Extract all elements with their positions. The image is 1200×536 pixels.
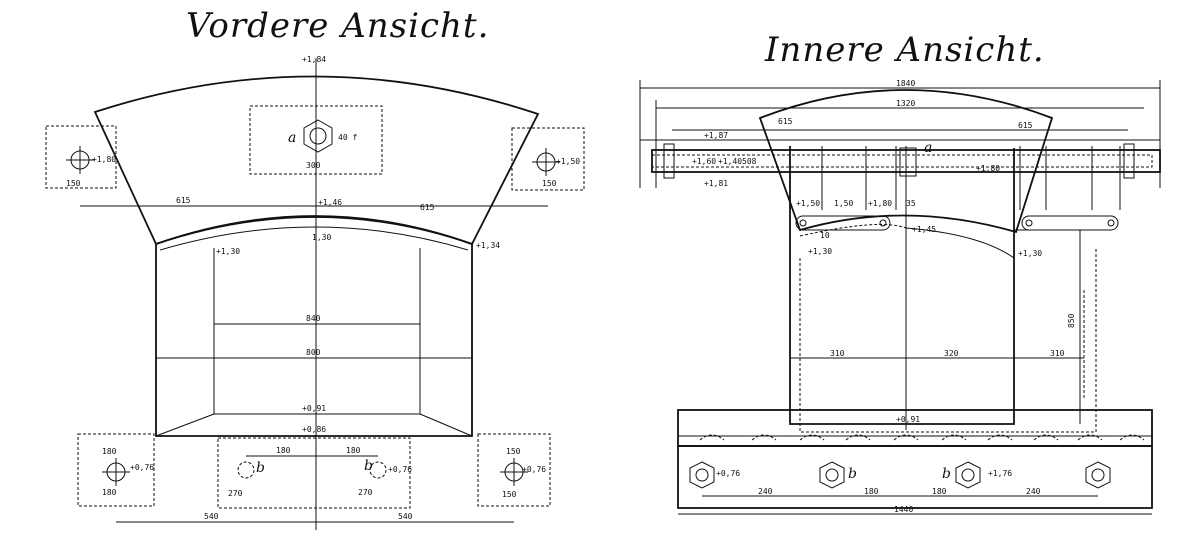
front-right-bolt-level: +1,50 [556,157,580,166]
inner-d310-right: 310 [1050,349,1065,358]
inner-d320: 320 [944,349,959,358]
left-bolt-box [45,125,117,189]
inner-bolt-2-icon [819,461,845,489]
inner-height: 850 [1067,313,1076,328]
inner-span-left: 615 [778,117,793,126]
inner-slot-l1: +1,50 [796,199,820,208]
front-bc-dim-a: 180 [276,446,291,455]
inner-bolt-3-icon [955,461,981,489]
inner-arc-left: +1,30 [808,247,832,256]
front-nut-size: 40 f [338,133,357,142]
inner-bolt-row-c: 508 [742,157,757,166]
inner-total-bottom: 1440 [894,505,913,514]
inner-slot-l2: 1,50 [834,199,853,208]
front-span-left: 615 [176,196,191,205]
front-bc-dim-c: 270 [228,489,243,498]
center-right-bolt-icon [369,461,387,479]
front-bc-dim-d: 270 [358,488,373,497]
front-bl-dim-h: 180 [102,488,117,497]
inner-span-right: 615 [1018,121,1033,130]
front-top-level: +1,84 [302,55,326,64]
inner-bolt-b2: b [942,466,951,482]
front-arch-right: +1,34 [476,241,500,250]
inner-bolt-tag-left: +0,76 [716,469,740,478]
front-arch-mid: 1,30 [312,233,331,242]
front-left-bolt-dim: 150 [66,179,81,188]
inner-bolt-4-icon [1085,461,1111,489]
front-bc-val-right: +0,76 [388,465,412,474]
front-br-bolt: +0,76 [522,465,546,474]
bottom-left-bolt-box [77,433,155,507]
front-nut-dim: 300 [306,161,321,170]
inner-bolt-tag-right: +1,76 [988,469,1012,478]
inner-b240-right: 240 [1026,487,1041,496]
inner-b180-left: 180 [864,487,879,496]
front-view-title: Vordere Ansicht. [186,6,490,46]
front-bottom-left: 540 [204,512,219,521]
inner-bolt-row-r: +1,80 [976,164,1000,173]
front-span-right: 615 [420,203,435,212]
inner-bolt-b1: b [848,466,857,482]
front-left-bolt-level: +1,80 [92,155,116,164]
front-bottom-right: 540 [398,512,413,521]
front-bl-bolt: +0,76 [130,463,154,472]
front-br-dim-v: 150 [506,447,521,456]
nut-hex-icon [303,119,333,153]
inner-view-title: Innere Ansicht. [765,30,1045,70]
inner-d310-left: 310 [830,349,845,358]
inner-bolt-1-icon [689,461,715,489]
inner-slot-mid: +1,45 [912,225,936,234]
inner-base-plate [677,445,1153,509]
front-trough-outer [155,216,473,437]
inner-bolt-row-a: +1,60 [692,157,716,166]
inner-level-2: +1,81 [704,179,728,188]
inner-slot-l3: +1,80 [868,199,892,208]
inner-view: 1840 1320 615 615 +1,87 +1,81 a +1,60 +1… [639,79,1161,515]
bottom-right-bolt-box [477,433,551,507]
bottom-center-box [217,437,411,509]
front-outer-width: 800 [306,348,321,357]
inner-b180-right: 180 [932,487,947,496]
nut-box [249,105,383,175]
inner-slot-label: 10 [820,231,830,240]
inner-slot-left [795,215,891,231]
front-br-dim-h: 150 [502,490,517,499]
inner-top-plate [758,89,1054,234]
front-bc-letter-right: b [364,458,373,474]
inner-total-top: 1840 [896,79,915,88]
front-floor-level: +0,91 [302,404,326,413]
right-bolt-box [511,127,585,191]
inner-slot-right [1021,215,1119,231]
front-arch-left: +1,30 [216,247,240,256]
front-bl-dim-v: 180 [102,447,117,456]
front-bc-letter-left: b [256,460,265,476]
front-bc-dim-b: 180 [346,446,361,455]
front-base-level: +0,86 [302,425,326,434]
inner-b240-left: 240 [758,487,773,496]
inner-arc-right: +1,30 [1018,249,1042,258]
center-left-bolt-icon [237,461,255,479]
front-nut-letter: a [288,130,296,146]
inner-a-letter: a [924,140,932,156]
front-right-bolt-dim: 150 [542,179,557,188]
front-inner-width: 840 [306,314,321,323]
inner-mid-35: 35 [906,199,916,208]
front-crown-level: +1,46 [318,198,342,207]
inner-body-outline [789,146,1015,425]
inner-width2: 1320 [896,99,915,108]
front-view: +1,84 a 40 f 300 +1,80 150 +1,50 150 615… [45,55,585,530]
inner-base-level: +0,91 [896,415,920,424]
inner-bolt-row-b: +1,40 [718,157,742,166]
nut-hole-icon [309,127,327,145]
inner-level-1: +1,87 [704,131,728,140]
